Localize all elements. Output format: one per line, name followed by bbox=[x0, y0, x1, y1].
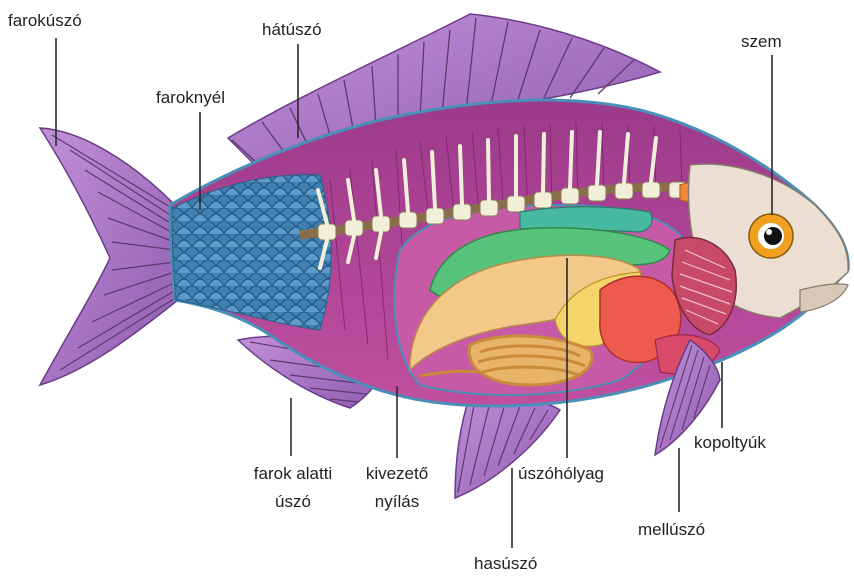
label-farok-alatti-line1: farok alatti bbox=[228, 463, 358, 484]
label-szem: szem bbox=[741, 31, 782, 52]
label-kivezeto-line1: kivezető bbox=[342, 463, 452, 484]
label-kopoltyuk: kopoltyúk bbox=[694, 432, 766, 453]
label-farokuszo: farokúszó bbox=[8, 10, 82, 31]
label-kivezeto-line2: nyílás bbox=[342, 491, 452, 512]
label-melluszo: mellúszó bbox=[638, 519, 705, 540]
label-farok-alatti-line2: úszó bbox=[228, 491, 358, 512]
label-hasuszo: hasúszó bbox=[474, 553, 537, 574]
label-kivezeto-nyilas: kivezető nyílás bbox=[342, 463, 452, 512]
label-uszoholyag: úszóhólyag bbox=[518, 463, 604, 484]
eye-graphic bbox=[749, 214, 793, 258]
label-faroknyel: faroknyél bbox=[156, 87, 225, 108]
caudal-fin bbox=[40, 128, 178, 385]
label-farok-alatti-uszo: farok alatti úszó bbox=[228, 463, 358, 512]
label-hatuszo: hátúszó bbox=[262, 19, 322, 40]
